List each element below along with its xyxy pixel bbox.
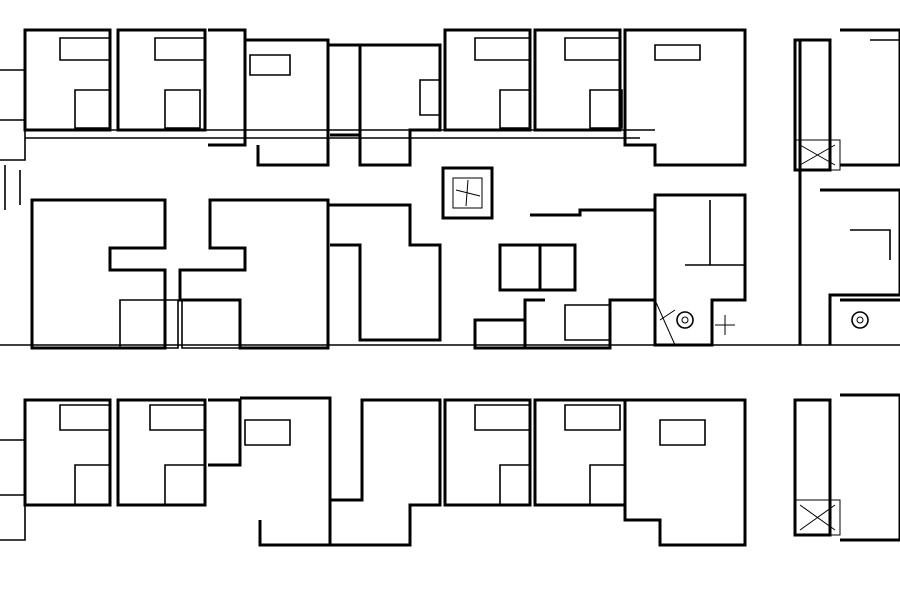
courtyard-detail <box>441 166 494 220</box>
bottom-building-block <box>0 393 900 547</box>
right-building-block <box>793 28 900 345</box>
top-building-block <box>0 28 747 210</box>
middle-building-block <box>0 166 900 350</box>
